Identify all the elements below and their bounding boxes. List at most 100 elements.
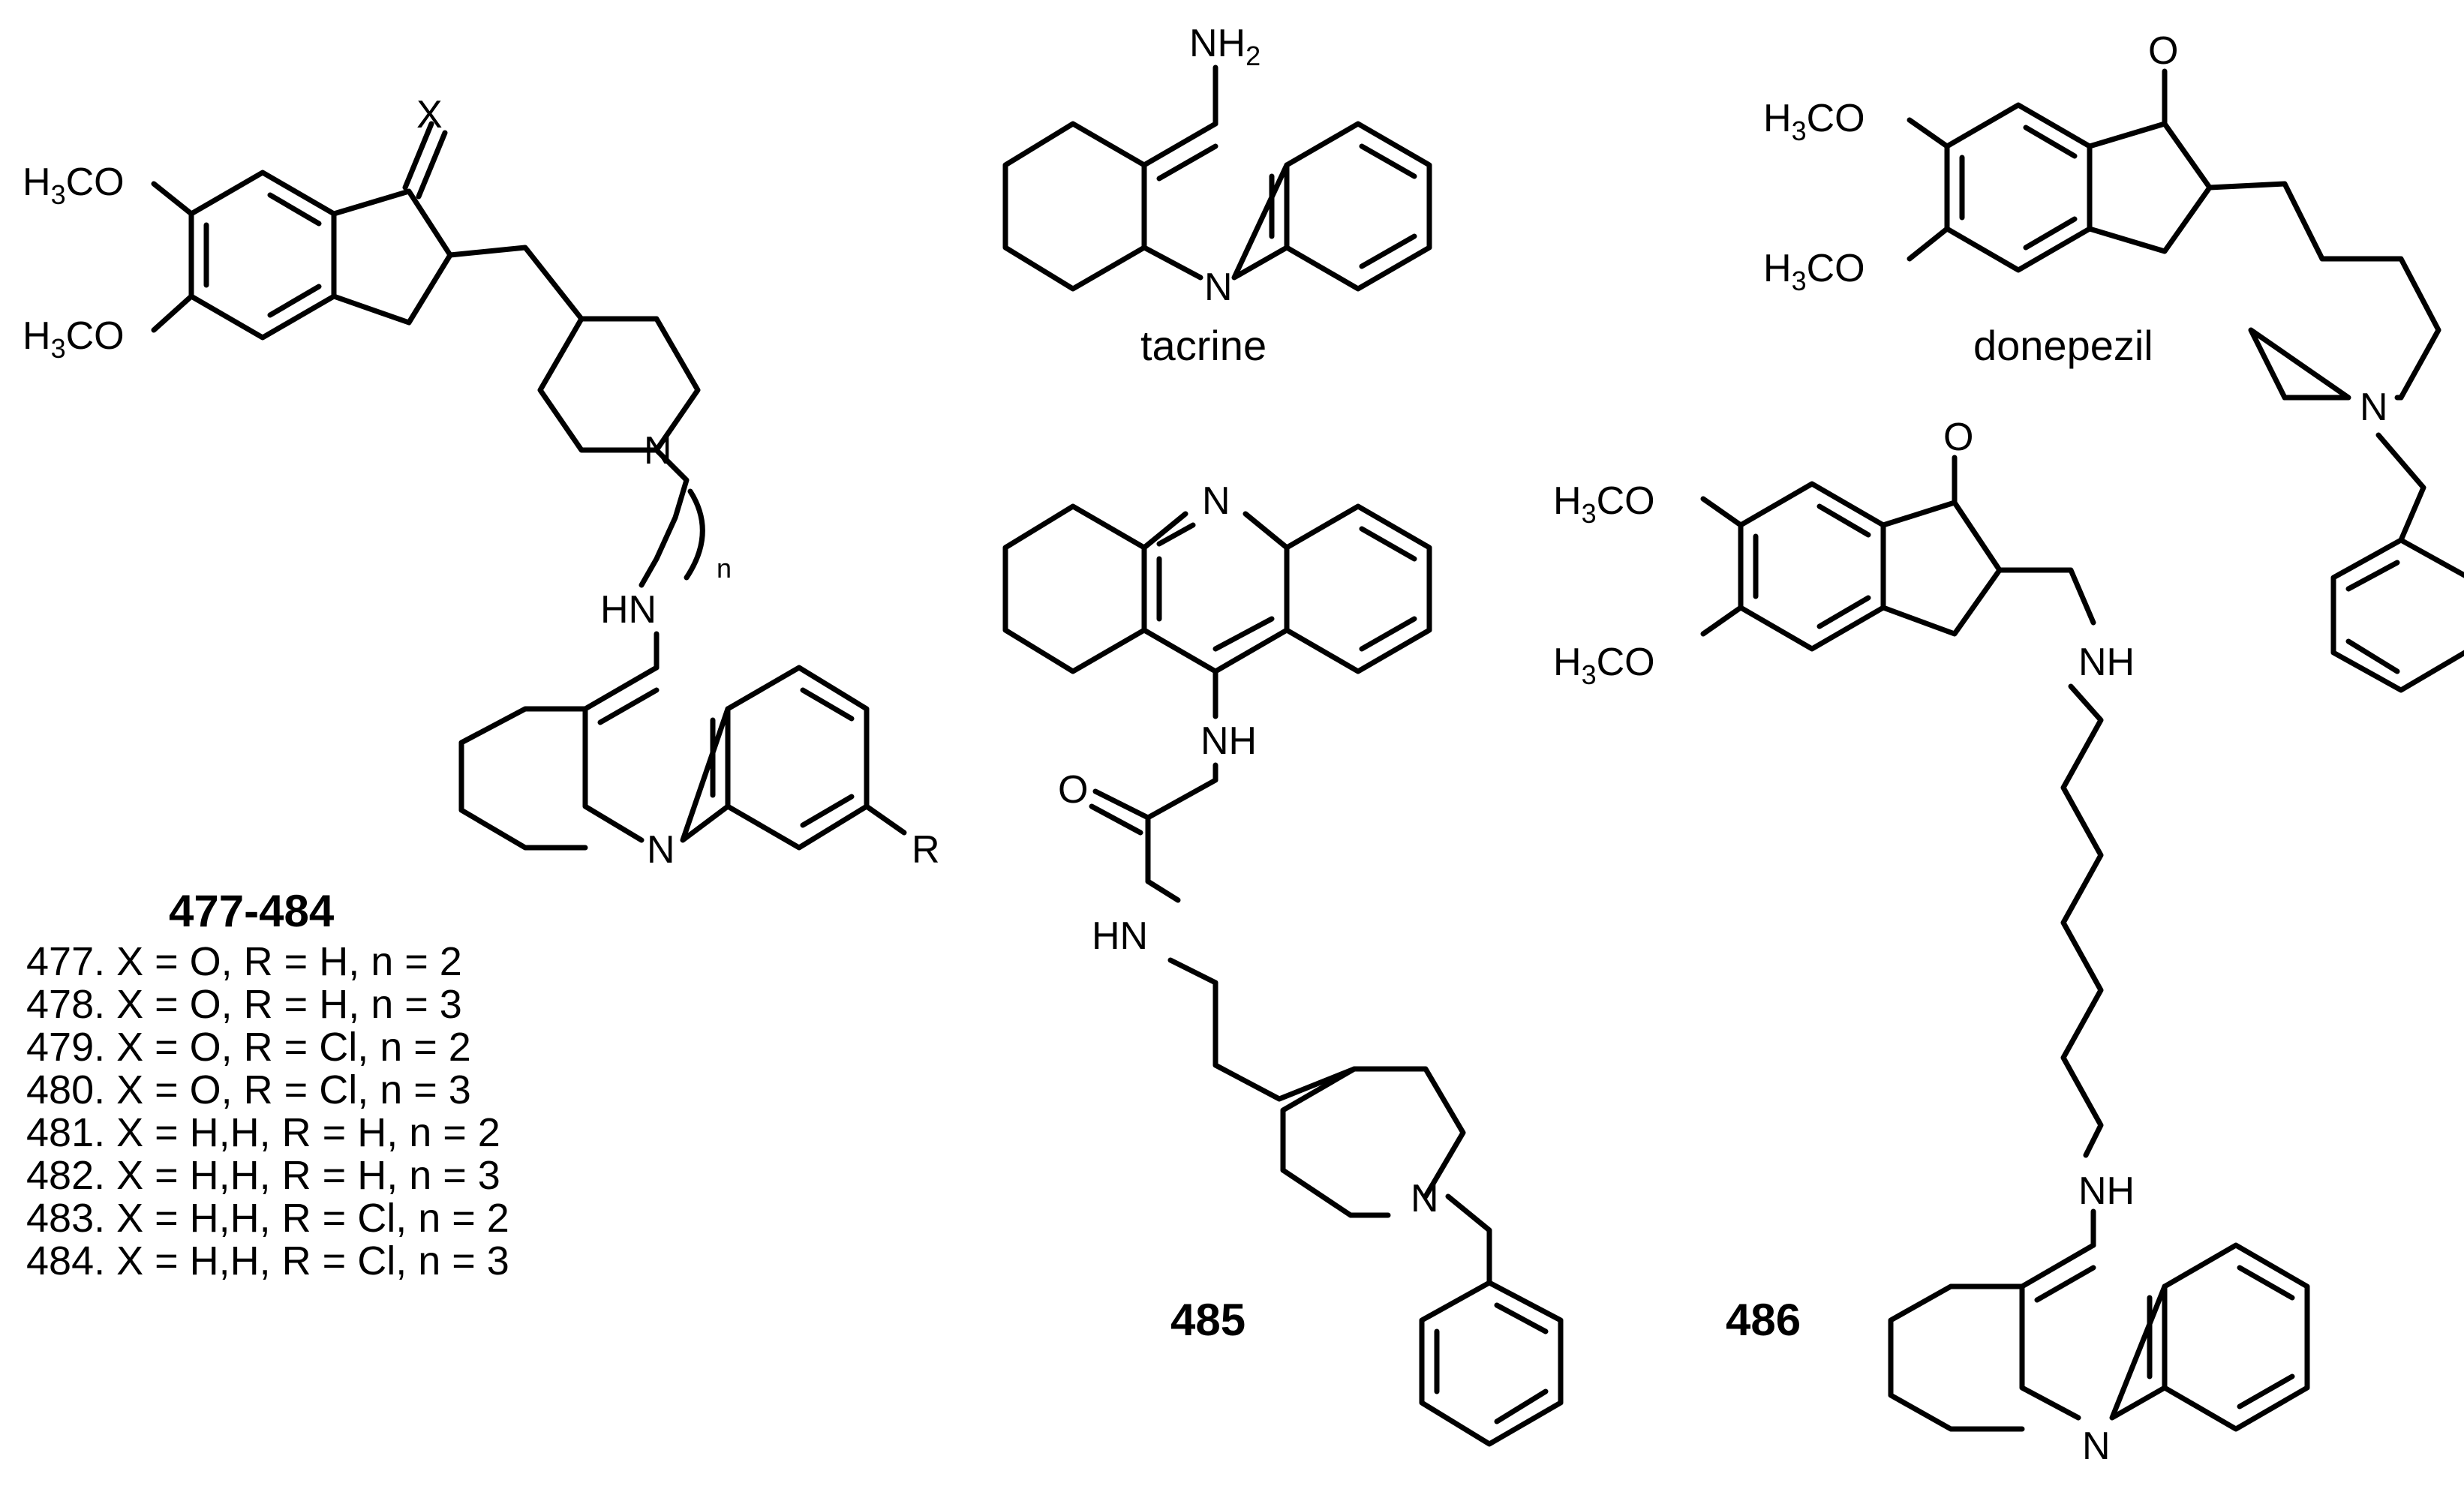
bond	[2019, 1242, 2168, 1421]
bond	[1359, 526, 1417, 652]
bond	[597, 687, 716, 798]
atom-o: O	[2148, 29, 2178, 73]
bond	[1419, 1280, 1564, 1447]
methoxy-label: H3CO	[1553, 641, 1655, 690]
bond	[1156, 522, 1275, 652]
structure-477-484: X H3CO H3CO N n HN N R 477-484	[23, 93, 940, 936]
methoxy-label: H3CO	[1763, 247, 1865, 296]
substituent-legend: 477. X = O, R = H, n = 2 478. X = O, R =…	[26, 939, 509, 1283]
bond	[2345, 560, 2400, 674]
legend-line: 477. X = O, R = H, n = 2	[26, 939, 462, 984]
bond	[1002, 503, 1147, 674]
methoxy-label: H3CO	[1553, 479, 1655, 529]
atom-nh: NH	[1200, 719, 1257, 763]
bond	[1434, 1302, 1549, 1424]
bond	[447, 245, 584, 322]
bond	[800, 687, 855, 828]
bond	[151, 293, 194, 333]
compound-id-486: 486	[1726, 1295, 1801, 1345]
bond	[1880, 500, 2003, 637]
bond	[582, 665, 731, 843]
subscript-n: n	[717, 553, 732, 584]
bond	[639, 447, 690, 588]
bond	[1167, 957, 1357, 1102]
legend-line: 478. X = O, R = H, n = 3	[26, 982, 462, 1027]
bond	[1359, 143, 1417, 269]
methoxy-label: H3CO	[1763, 97, 1865, 146]
bond	[864, 803, 907, 836]
bond	[2060, 683, 2104, 1158]
atom-n: N	[2082, 1424, 2111, 1468]
legend-line: 482. X = H,H, R = H, n = 3	[26, 1153, 500, 1198]
bond	[1089, 788, 1151, 836]
structure-485: N NH O HN N 485	[1002, 479, 1564, 1447]
atom-nh: NH	[2078, 1169, 2135, 1213]
bond	[1284, 503, 1432, 674]
bond	[151, 181, 194, 217]
bond	[1944, 102, 2093, 273]
bond	[188, 170, 337, 341]
bond	[2087, 121, 2213, 254]
bond	[537, 316, 701, 453]
atom-hn: HN	[1092, 914, 1148, 958]
bond	[2248, 256, 2441, 401]
methoxy-label: H3CO	[23, 161, 125, 210]
atom-n: N	[644, 429, 672, 473]
bond	[1907, 226, 1950, 262]
bond	[1700, 496, 1744, 528]
atom-n: N	[1202, 479, 1230, 523]
bond	[2162, 1242, 2310, 1432]
legend-line: 483. X = H,H, R = Cl, n = 2	[26, 1196, 509, 1241]
atom-x: X	[416, 93, 443, 137]
methoxy-label: H3CO	[23, 314, 125, 364]
bond	[1445, 1193, 1492, 1286]
structure-tacrine: NH2 N tacrine	[1002, 22, 1432, 369]
legend-line: 479. X = O, R = Cl, n = 2	[26, 1025, 471, 1070]
bond	[1888, 1283, 2025, 1432]
bond	[1959, 125, 2078, 251]
compound-name-tacrine: tacrine	[1140, 322, 1267, 369]
bond	[684, 488, 705, 581]
structure-donepezil: O H3CO H3CO N donepezil	[1763, 29, 2464, 693]
compound-id-485: 485	[1170, 1295, 1246, 1345]
bond	[1700, 605, 1744, 637]
bond	[1907, 117, 1950, 149]
bond	[2237, 1265, 2295, 1409]
bond	[1753, 503, 1871, 629]
bond	[331, 188, 453, 326]
atom-nh2: NH2	[1189, 22, 1261, 71]
legend-line: 480. X = O, R = Cl, n = 3	[26, 1067, 471, 1112]
bond	[2207, 181, 2325, 262]
atom-n: N	[1204, 266, 1233, 309]
legend-line: 481. X = H,H, R = H, n = 2	[26, 1110, 500, 1155]
bond	[1997, 567, 2096, 626]
bond	[725, 665, 870, 851]
bond	[458, 706, 588, 851]
atom-o: O	[1058, 768, 1088, 812]
bond	[2330, 537, 2464, 693]
atom-o: O	[1943, 416, 1973, 459]
atom-n: N	[2360, 386, 2388, 429]
bond	[1002, 121, 1147, 292]
bond	[402, 121, 448, 200]
bond	[2375, 432, 2426, 543]
bond	[1156, 143, 1275, 239]
bond	[1284, 121, 1432, 292]
compound-name-donepezil: donepezil	[1973, 322, 2153, 369]
atom-nh: NH	[2078, 641, 2135, 684]
bond	[1280, 1066, 1466, 1218]
compound-id-477-484: 477-484	[169, 886, 335, 936]
bond	[1738, 481, 1886, 652]
bond	[1145, 878, 1181, 903]
legend-line: 484. X = H,H, R = Cl, n = 3	[26, 1238, 509, 1283]
bond	[203, 192, 322, 318]
atom-n: N	[647, 828, 675, 872]
bond	[1141, 121, 1290, 281]
bond	[2034, 1265, 2153, 1379]
bond	[1145, 762, 1218, 884]
atom-n: N	[1411, 1177, 1439, 1220]
atom-hn: HN	[600, 588, 657, 632]
atom-r: R	[912, 828, 940, 872]
structure-486: O H3CO H3CO NH NH N 486	[1553, 416, 2310, 1468]
